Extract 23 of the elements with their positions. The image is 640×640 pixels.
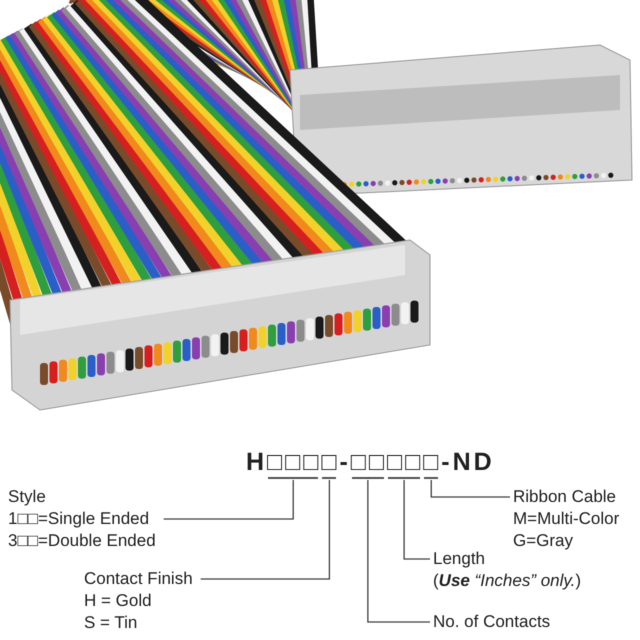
leader-line: [430, 480, 510, 498]
field-heading: Contact Finish: [84, 568, 193, 590]
leader-line: [367, 480, 430, 623]
field-heading: Style: [8, 486, 47, 508]
field-option: S = Tin: [84, 612, 193, 634]
part-number-code: H□□□□-□□□□□-ND: [246, 448, 495, 477]
field-heading: Length: [433, 548, 486, 570]
underline-bar: [352, 477, 384, 479]
field-option: G=Gray: [513, 530, 620, 552]
leader-line: [164, 480, 294, 520]
underline-bar: [424, 477, 438, 479]
field-option: (Use “Inches” only.): [433, 570, 582, 592]
field-option: 3□□=Double Ended: [8, 530, 156, 552]
field-heading: Ribbon Cable: [513, 486, 618, 508]
leader-line: [200, 480, 330, 580]
leader-line: [403, 480, 430, 560]
underline-bar: [322, 477, 336, 479]
field-option: H = Gold: [84, 590, 193, 612]
field-option: M=Multi-Color: [513, 508, 620, 530]
underline-bar: [388, 477, 420, 479]
field-heading: No. of Contacts: [433, 611, 550, 633]
field-option: 1□□=Single Ended: [8, 508, 156, 530]
underline-bar: [268, 477, 318, 479]
